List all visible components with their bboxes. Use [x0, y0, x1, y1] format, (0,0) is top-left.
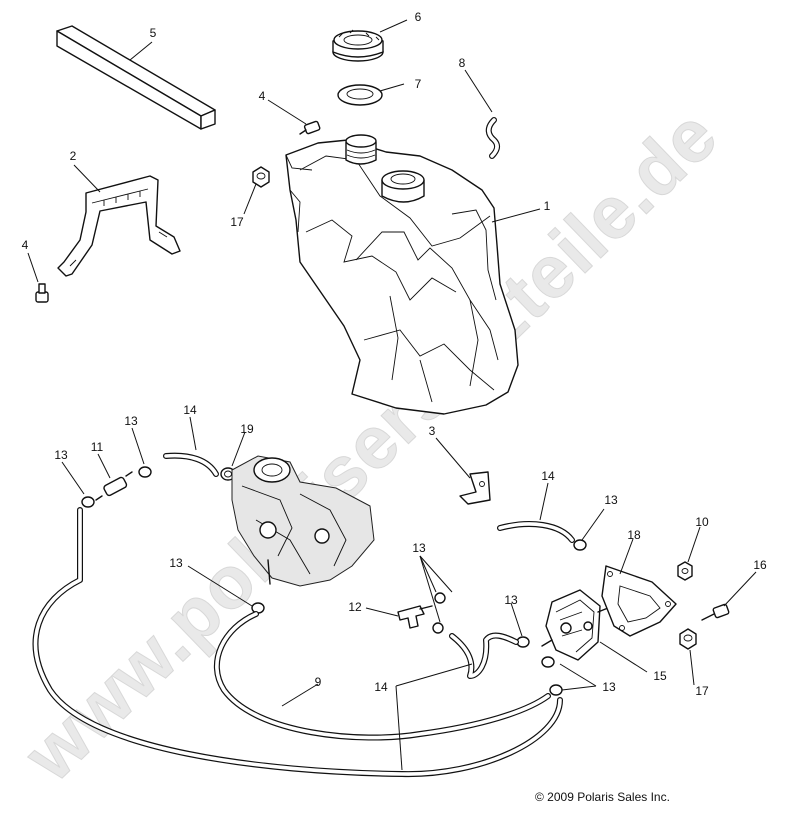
callout-2: 2 [70, 149, 77, 163]
part-8-vent-hose [485, 117, 501, 159]
part-4-bolt-left [35, 283, 49, 303]
callout-13-d: 13 [412, 541, 426, 555]
callout-14-top: 14 [183, 403, 197, 417]
callout-10: 10 [695, 515, 709, 529]
callout-13-c: 13 [604, 493, 618, 507]
callout-13-f: 13 [504, 593, 518, 607]
part-10-nut [677, 561, 693, 581]
callout-4-upper: 4 [259, 89, 266, 103]
callout-3: 3 [429, 424, 436, 438]
part-17-nut-upper [252, 166, 270, 188]
callout-13-g: 13 [602, 680, 616, 694]
callout-17-upper: 17 [230, 215, 244, 229]
callout-9: 9 [315, 675, 322, 689]
callout-13-e: 13 [169, 556, 183, 570]
callout-14-right: 14 [541, 469, 555, 483]
part-2-bracket [57, 175, 181, 277]
callout-11: 11 [91, 440, 104, 454]
callout-12: 12 [348, 600, 362, 614]
callout-19: 19 [240, 422, 254, 436]
callout-7: 7 [415, 77, 422, 91]
part-16-bolt [701, 603, 730, 621]
part-18-pump-gasket [601, 565, 677, 637]
part-12-tee-fitting [397, 605, 433, 629]
part-15-fuel-pump [541, 589, 609, 661]
callout-13-a: 13 [124, 414, 138, 428]
callout-18: 18 [627, 528, 641, 542]
part-17-nut-lower [679, 628, 697, 650]
callout-13-b: 13 [54, 448, 68, 462]
part-6-fuel-cap [332, 29, 384, 62]
part-1-fuel-tank [285, 134, 519, 415]
part-14-hoses [163, 452, 575, 679]
callout-5: 5 [150, 26, 157, 40]
callout-17-lower: 17 [695, 684, 709, 698]
part-7-cap-gasket [337, 84, 383, 106]
callout-15: 15 [653, 669, 667, 683]
part-3-bracket [459, 471, 491, 505]
part-11-fuel-filter [95, 471, 133, 501]
part-5-foam-strip [56, 25, 216, 130]
callout-labels: 5 6 7 8 4 2 17 1 4 14 13 19 3 11 13 14 1… [22, 10, 767, 698]
leader-lines [27, 19, 757, 771]
part-9-fuel-line [32, 507, 563, 778]
callout-4-left: 4 [22, 238, 29, 252]
callout-16: 16 [753, 558, 767, 572]
part-13-clamps [81, 466, 587, 696]
copyright-notice: © 2009 Polaris Sales Inc. [535, 790, 670, 804]
part-4-bolt-upper [299, 120, 321, 135]
carburetor-assembly [231, 455, 375, 587]
callout-8: 8 [459, 56, 466, 70]
callout-6: 6 [415, 10, 422, 24]
callout-14-bottom: 14 [374, 680, 388, 694]
callout-1: 1 [544, 199, 551, 213]
